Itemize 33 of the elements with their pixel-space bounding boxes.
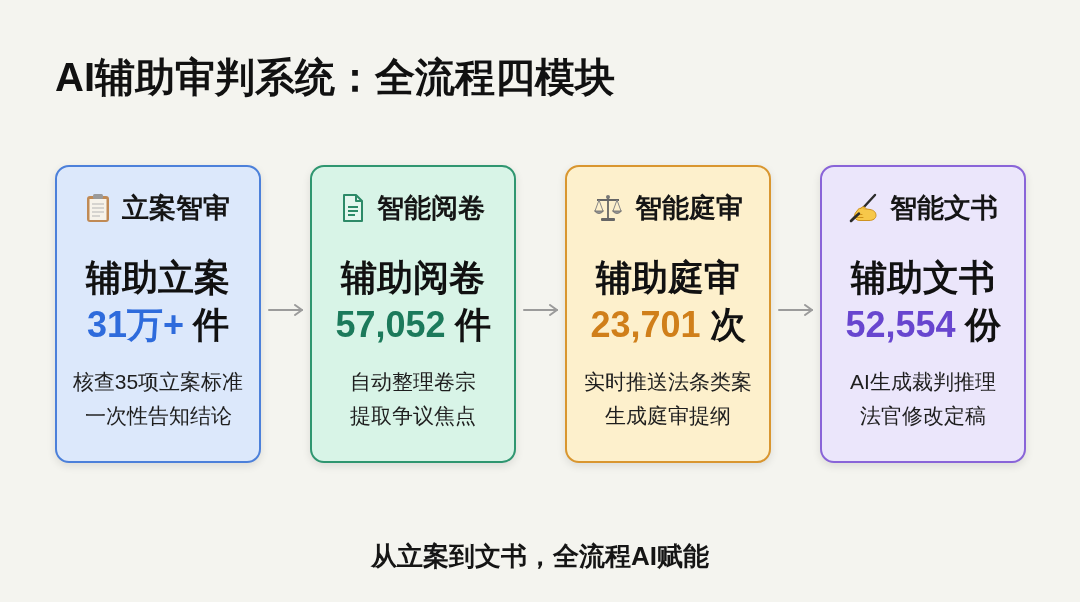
- module-card: [565, 165, 771, 463]
- description-text: 核查35项立案标准: [72, 368, 244, 395]
- stat-number: 31万+: [86, 302, 185, 347]
- description-text: 实时推送法条类案: [584, 368, 752, 395]
- module-title: 辅助文书: [851, 255, 995, 300]
- module-title: 辅助阅卷: [341, 255, 485, 300]
- caption: 从立案到文书，全流程AI赋能: [371, 540, 709, 573]
- description-text: 一次性告知结论: [84, 402, 232, 429]
- module-card: [820, 165, 1026, 463]
- description-text: 提取争议焦点: [350, 402, 476, 429]
- module-card: [310, 165, 516, 463]
- arrow: [268, 304, 303, 316]
- arrow: [778, 304, 813, 316]
- arrow: [523, 304, 558, 316]
- stat-number: 23,701: [590, 302, 701, 347]
- description-text: 生成庭审提纲: [605, 402, 731, 429]
- module-title: 辅助庭审: [596, 255, 740, 300]
- stat-number: 57,052: [335, 302, 446, 347]
- unit-label: 件: [193, 302, 230, 347]
- module-title: 辅助立案: [86, 255, 230, 300]
- description-text: AI生成裁判推理: [850, 368, 996, 395]
- description-text: 自动整理卷宗: [350, 368, 476, 395]
- module-heading: 智能阅卷: [377, 191, 485, 224]
- unit-label: 份: [964, 302, 1001, 347]
- unit-label: 次: [709, 302, 746, 347]
- stat-number: 52,554: [845, 302, 956, 347]
- title: AI辅助审判系统：全流程四模块: [55, 54, 615, 101]
- module-heading: 立案智审: [122, 191, 230, 224]
- description-text: 法官修改定稿: [860, 402, 986, 429]
- unit-label: 件: [454, 302, 491, 347]
- module-heading: 智能庭审: [635, 191, 743, 224]
- module-heading: 智能文书: [890, 191, 998, 224]
- module-card: [55, 165, 261, 463]
